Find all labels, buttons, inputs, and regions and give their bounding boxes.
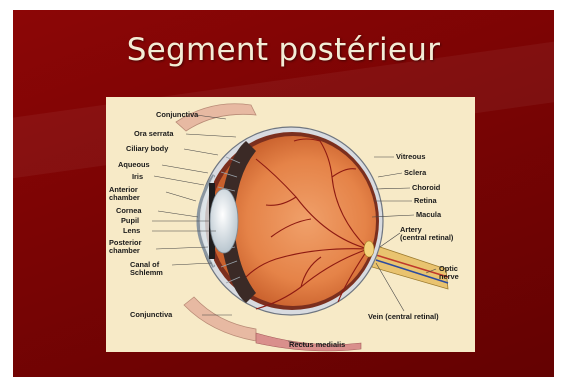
label-vein: Vein (central retinal) bbox=[368, 313, 439, 321]
label-artery: Artery (central retinal) bbox=[400, 226, 453, 241]
lower-eyelid bbox=[184, 297, 256, 341]
label-lens: Lens bbox=[123, 227, 140, 235]
label-ciliary-body: Ciliary body bbox=[126, 145, 168, 153]
label-optic-nerve: Optic nerve bbox=[439, 265, 459, 280]
label-choroid: Choroid bbox=[412, 184, 440, 192]
label-retina: Retina bbox=[414, 197, 437, 205]
eye-anatomy-figure: Conjunctiva Ora serrata Ciliary body Aqu… bbox=[106, 97, 475, 352]
label-anterior-chamber: Anterior chamber bbox=[109, 186, 140, 201]
optic-nerve-shape bbox=[372, 245, 448, 289]
label-conjunctiva-bottom: Conjunctiva bbox=[130, 311, 172, 319]
label-iris: Iris bbox=[132, 173, 143, 181]
label-conjunctiva-top: Conjunctiva bbox=[156, 111, 198, 119]
slide-title: Segment postérieur bbox=[13, 32, 554, 68]
label-posterior-chamber: Posterior chamber bbox=[109, 239, 141, 254]
label-canal-of-schlemm: Canal of Schlemm bbox=[130, 261, 163, 276]
label-macula: Macula bbox=[416, 211, 441, 219]
slide: Segment postérieur bbox=[13, 10, 554, 377]
lens bbox=[210, 189, 238, 253]
label-pupil: Pupil bbox=[121, 217, 139, 225]
label-vitreous: Vitreous bbox=[396, 153, 425, 161]
label-rectus-medialis: Rectus medialis bbox=[289, 341, 345, 349]
label-ora-serrata: Ora serrata bbox=[134, 130, 173, 138]
label-cornea: Cornea bbox=[116, 207, 141, 215]
label-aqueous: Aqueous bbox=[118, 161, 150, 169]
label-sclera: Sclera bbox=[404, 169, 426, 177]
